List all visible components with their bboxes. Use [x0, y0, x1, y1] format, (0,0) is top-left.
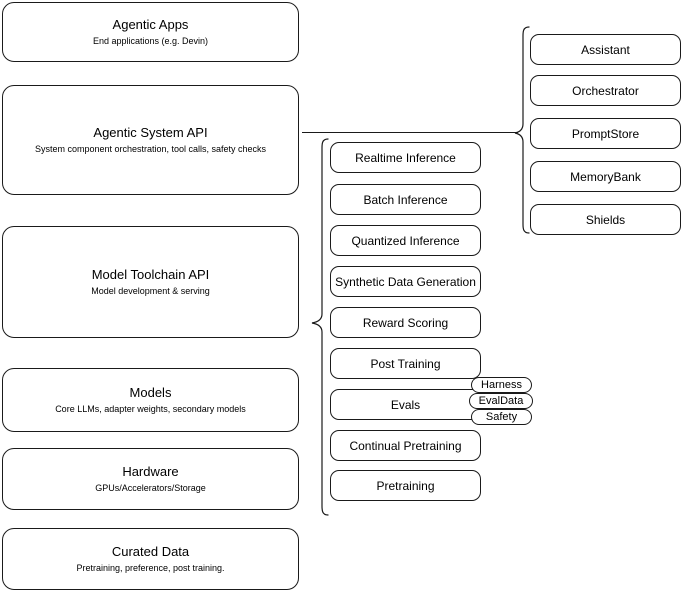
capability-label: Pretraining [376, 478, 435, 493]
capability-box-quantized-inference[interactable]: Quantized Inference [330, 225, 481, 256]
capability-label: Quantized Inference [351, 233, 460, 248]
layer-box-agentic-apps[interactable]: Agentic Apps End applications (e.g. Devi… [2, 2, 299, 62]
capability-label: Reward Scoring [362, 315, 449, 330]
layer-box-model-toolchain-api[interactable]: Model Toolchain API Model development & … [2, 226, 299, 338]
evals-tag-evaldata[interactable]: EvalData [469, 393, 533, 409]
brace-model-toolchain-capabilities [311, 138, 329, 516]
brace-agentic-system-components [514, 26, 530, 234]
component-box-memorybank[interactable]: MemoryBank [530, 161, 681, 192]
layer-subtitle: System component orchestration, tool cal… [34, 144, 267, 154]
component-box-promptstore[interactable]: PromptStore [530, 118, 681, 149]
capability-label: Realtime Inference [355, 150, 456, 165]
layer-box-hardware[interactable]: Hardware GPUs/Accelerators/Storage [2, 448, 299, 510]
component-label: Shields [585, 212, 626, 227]
capability-label: Synthetic Data Generation [335, 274, 476, 289]
evals-tag-harness[interactable]: Harness [471, 377, 532, 393]
capability-label: Continual Pretraining [349, 438, 462, 453]
capability-box-realtime-inference[interactable]: Realtime Inference [330, 142, 481, 173]
component-box-orchestrator[interactable]: Orchestrator [530, 75, 681, 106]
connector-line-agentic-system-api [302, 132, 518, 133]
layer-subtitle: GPUs/Accelerators/Storage [95, 483, 206, 493]
layer-title: Curated Data [111, 544, 190, 559]
component-label: MemoryBank [570, 169, 641, 184]
evals-tag-safety[interactable]: Safety [471, 409, 532, 425]
layer-title: Agentic System API [93, 125, 208, 140]
component-box-assistant[interactable]: Assistant [530, 34, 681, 65]
layer-subtitle: Pretraining, preference, post training. [76, 563, 225, 573]
capability-box-batch-inference[interactable]: Batch Inference [330, 184, 481, 215]
capability-box-continual-pretraining[interactable]: Continual Pretraining [330, 430, 481, 461]
layer-title: Model Toolchain API [91, 267, 210, 282]
layer-subtitle: End applications (e.g. Devin) [92, 36, 209, 46]
layer-title: Models [129, 385, 172, 400]
layer-title: Agentic Apps [112, 17, 189, 32]
capability-label: Batch Inference [363, 192, 448, 207]
component-label: Assistant [581, 42, 630, 57]
component-label: PromptStore [571, 126, 640, 141]
capability-box-synthetic-data-generation[interactable]: Synthetic Data Generation [330, 266, 481, 297]
component-label: Orchestrator [572, 83, 639, 98]
capability-box-reward-scoring[interactable]: Reward Scoring [330, 307, 481, 338]
capability-label: Post Training [370, 356, 441, 371]
layer-box-agentic-system-api[interactable]: Agentic System API System component orch… [2, 85, 299, 195]
layer-box-curated-data[interactable]: Curated Data Pretraining, preference, po… [2, 528, 299, 590]
capability-box-evals[interactable]: Evals [330, 389, 481, 420]
layer-subtitle: Core LLMs, adapter weights, secondary mo… [55, 404, 246, 414]
capability-box-post-training[interactable]: Post Training [330, 348, 481, 379]
layer-box-models[interactable]: Models Core LLMs, adapter weights, secon… [2, 368, 299, 432]
layer-title: Hardware [122, 464, 179, 479]
capability-label: Evals [390, 397, 421, 412]
component-box-shields[interactable]: Shields [530, 204, 681, 235]
layer-subtitle: Model development & serving [91, 286, 210, 296]
capability-box-pretraining[interactable]: Pretraining [330, 470, 481, 501]
